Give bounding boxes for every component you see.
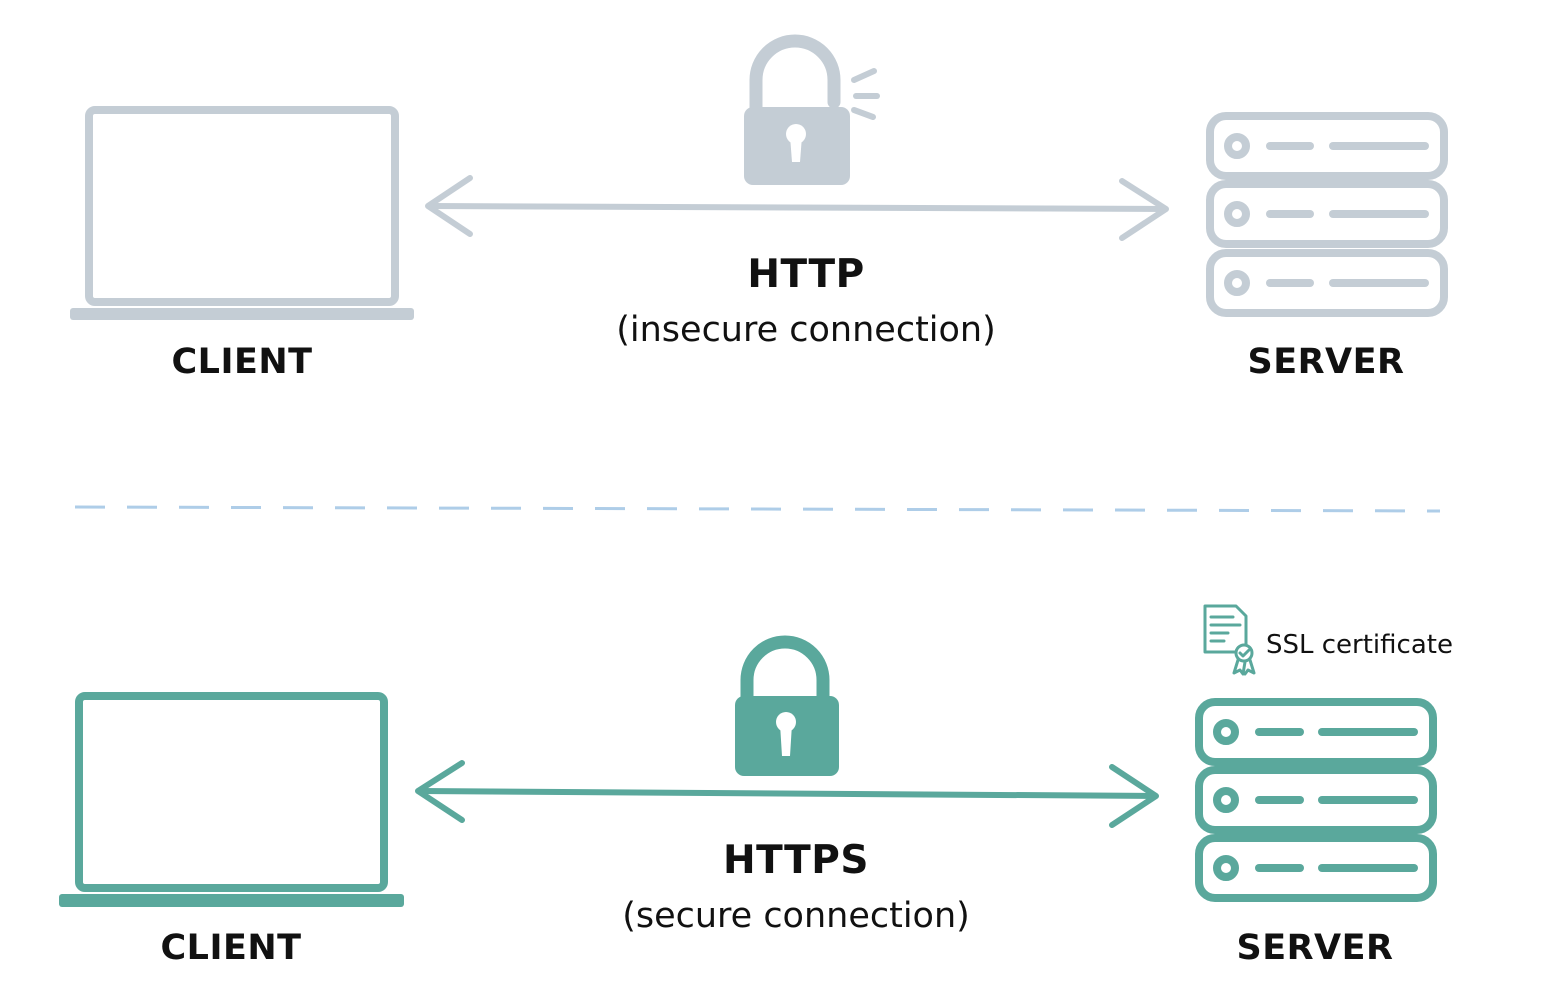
http-unlocked-padlock-icon [744,34,880,185]
https-connection-label: (secure connection) [622,896,970,936]
http-double-arrow [425,175,1169,241]
https-server-label: SERVER [1236,928,1394,968]
http-connection-label: (insecure connection) [616,310,996,350]
http-protocol-label: HTTP [747,252,865,297]
ssl-certificate-icon [1203,604,1256,676]
section-divider [74,505,1441,513]
https-server-icon [1195,698,1437,902]
http-laptop-icon [70,106,414,320]
https-client-label: CLIENT [160,928,302,968]
ssl-certificate-label: SSL certificate [1266,630,1453,660]
https-laptop-icon [59,692,404,907]
https-double-arrow [415,760,1159,828]
https-protocol-label: HTTPS [723,838,869,883]
http-client-label: CLIENT [171,342,313,382]
http-server-label: SERVER [1247,342,1405,382]
https-locked-padlock-icon [735,635,839,776]
http-server-icon [1206,112,1448,317]
